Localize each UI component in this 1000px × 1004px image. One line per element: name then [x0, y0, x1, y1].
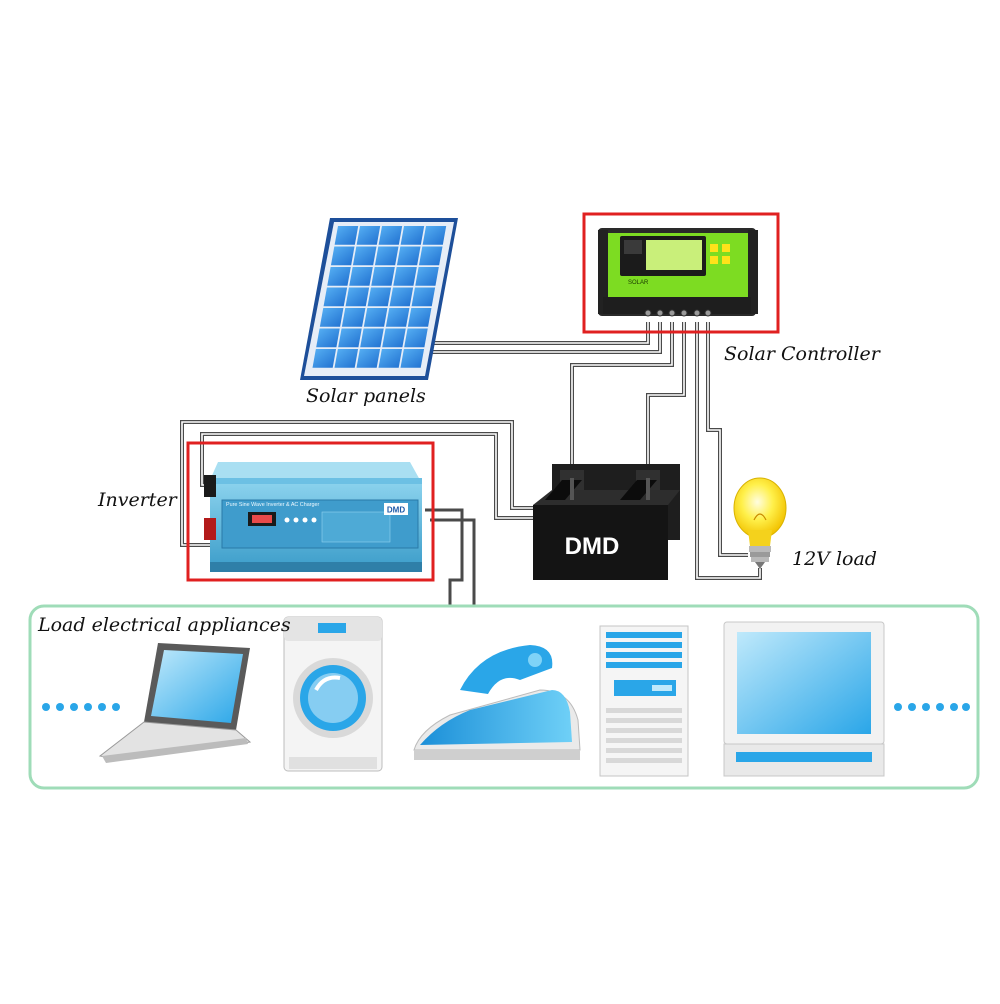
solar-cell: [411, 287, 436, 307]
solar-cell: [371, 267, 395, 286]
solar-cell: [338, 328, 362, 348]
laptop-icon: [98, 643, 252, 763]
solar-cell: [396, 246, 421, 266]
monitor-icon: [723, 621, 885, 777]
light-bulb-icon: [733, 477, 787, 569]
solar-cell: [407, 308, 432, 327]
solar-cell: [330, 246, 355, 266]
solar-cell: [341, 308, 366, 327]
solar-cell: [352, 246, 377, 266]
controller-brand-text: SOLAR: [628, 280, 649, 286]
label-solar-panels: Solar panels: [306, 385, 426, 407]
label-inverter: Inverter: [98, 489, 177, 511]
label-12v-load: 12V load: [792, 548, 877, 570]
battery-brand: DMD: [565, 533, 620, 560]
air-conditioner-icon: [599, 625, 689, 777]
solar-cell: [422, 226, 447, 245]
solar-cell: [382, 328, 406, 348]
inverter-panel-text: Pure Sine Wave Inverter & AC Charger: [226, 502, 319, 508]
solar-cell: [418, 246, 443, 266]
solar-cell: [334, 226, 359, 245]
solar-cell: [400, 349, 425, 368]
inverter-highlight-box: [186, 441, 435, 582]
solar-cell: [327, 267, 351, 286]
wire-controller-load: [695, 322, 762, 580]
solar-cell: [404, 328, 428, 348]
solar-cell: [363, 308, 388, 327]
battery-bank: DMD: [533, 464, 680, 580]
washing-machine-icon: [283, 616, 383, 772]
solar-cell: [367, 287, 392, 307]
solar-cell: [319, 308, 344, 327]
solar-panel: [300, 218, 458, 380]
solar-cell: [378, 349, 403, 368]
controller-terminals: [644, 309, 712, 317]
wire-panel-controller: [425, 322, 662, 354]
wire-controller-battery: [570, 322, 686, 478]
solar-cell: [374, 246, 399, 266]
solar-cell: [385, 308, 410, 327]
dots-left: [42, 703, 120, 711]
inverter-device: DMD Pure Sine Wave Inverter & AC Charger: [204, 462, 422, 572]
solar-panel-cells: [312, 226, 447, 368]
solar-cell: [323, 287, 348, 307]
solar-cell: [389, 287, 414, 307]
solar-cell: [400, 226, 425, 245]
label-solar-controller: Solar Controller: [724, 343, 880, 365]
inverter-brand: DMD: [387, 506, 405, 515]
solar-cell: [349, 267, 373, 286]
solar-cell: [393, 267, 417, 286]
solar-cell: [316, 328, 340, 348]
solar-cell: [378, 226, 403, 245]
solar-cell: [356, 349, 381, 368]
solar-controller: [598, 228, 758, 317]
solar-cell: [360, 328, 384, 348]
solar-cell: [334, 349, 359, 368]
label-load-appliances: Load electrical appliances: [38, 614, 291, 636]
iron-icon: [413, 645, 581, 760]
dots-right: [894, 703, 970, 711]
solar-cell: [415, 267, 439, 286]
solar-cell: [345, 287, 370, 307]
wire-inverter-appliances: [425, 508, 476, 606]
solar-cell: [312, 349, 337, 368]
controller-highlight-box: [582, 212, 780, 334]
solar-cell: [356, 226, 381, 245]
